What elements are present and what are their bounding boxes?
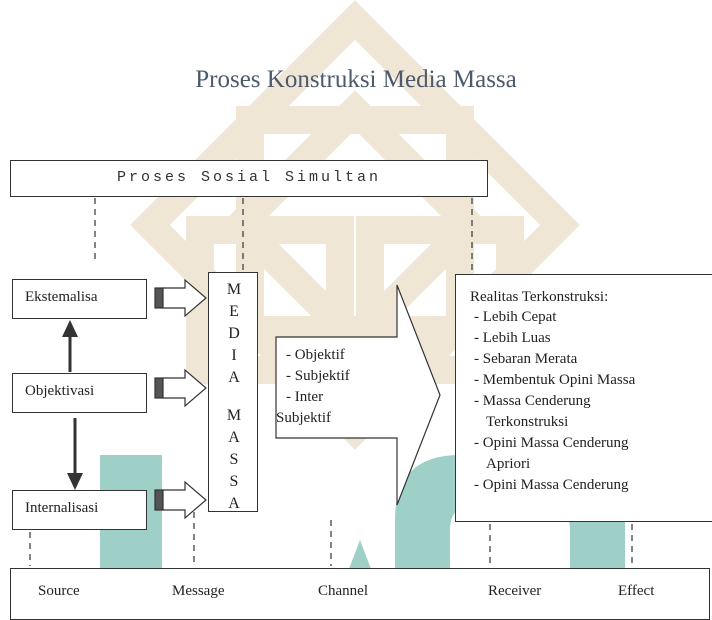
arrow-objektivasi-to-ekstemalisa — [62, 320, 78, 372]
channel-list: - Objektif - Subjektif - Inter Subjektif — [286, 345, 350, 429]
media-letter: M — [209, 281, 259, 299]
media-letter: D — [209, 325, 259, 343]
realitas-item: Terkonstruksi — [470, 412, 712, 433]
media-letter: I — [209, 347, 259, 365]
channel-item: - Inter — [286, 387, 350, 408]
stage-label: Objektivasi — [25, 383, 94, 399]
realitas-item: - Membentuk Opini Massa — [470, 370, 712, 391]
stage-internalisasi: Internalisasi — [12, 490, 147, 530]
media-letter: A — [209, 495, 259, 513]
label-channel: Channel — [318, 583, 368, 600]
stage-objektivasi: Objektivasi — [12, 373, 147, 413]
stage-eksternalisasi: Ekstemalisa — [12, 279, 147, 319]
realitas-item: - Lebih Cepat — [470, 307, 712, 328]
label-source: Source — [38, 583, 80, 600]
media-letter: S — [209, 451, 259, 469]
proses-sosial-box: Proses Sosial Simultan — [10, 160, 488, 197]
stage-label: Ekstemalisa — [25, 289, 97, 305]
realitas-item: - Opini Massa Cenderung — [470, 475, 712, 496]
media-letter: S — [209, 473, 259, 491]
label-receiver: Receiver — [488, 583, 541, 600]
page-title: Proses Konstruksi Media Massa — [0, 66, 712, 94]
realitas-item: - Opini Massa Cenderung — [470, 433, 712, 454]
media-letter: A — [209, 429, 259, 447]
label-message: Message — [172, 583, 225, 600]
media-letter: E — [209, 303, 259, 321]
realitas-item: - Massa Cenderung — [470, 391, 712, 412]
channel-item: - Objektif — [286, 345, 350, 366]
arrow-objektivasi-to-internalisasi — [67, 418, 83, 490]
realitas-heading: Realitas Terkonstruksi: — [470, 289, 712, 306]
media-massa-box: M E D I A M A S S A — [208, 272, 258, 512]
proses-sosial-label: Proses Sosial Simultan — [11, 169, 487, 186]
media-letter: A — [209, 369, 259, 387]
media-letter: M — [209, 407, 259, 425]
realitas-item: - Lebih Luas — [470, 328, 712, 349]
realitas-item: Apriori — [470, 454, 712, 475]
realitas-item: - Sebaran Merata — [470, 349, 712, 370]
channel-item: - Subjektif — [286, 366, 350, 387]
label-effect: Effect — [618, 583, 654, 600]
stage-label: Internalisasi — [25, 500, 98, 516]
realitas-terkonstruksi-box: Realitas Terkonstruksi: - Lebih Cepat - … — [455, 274, 712, 522]
block-arrow-3 — [155, 482, 206, 518]
channel-item: Subjektif — [276, 408, 350, 429]
